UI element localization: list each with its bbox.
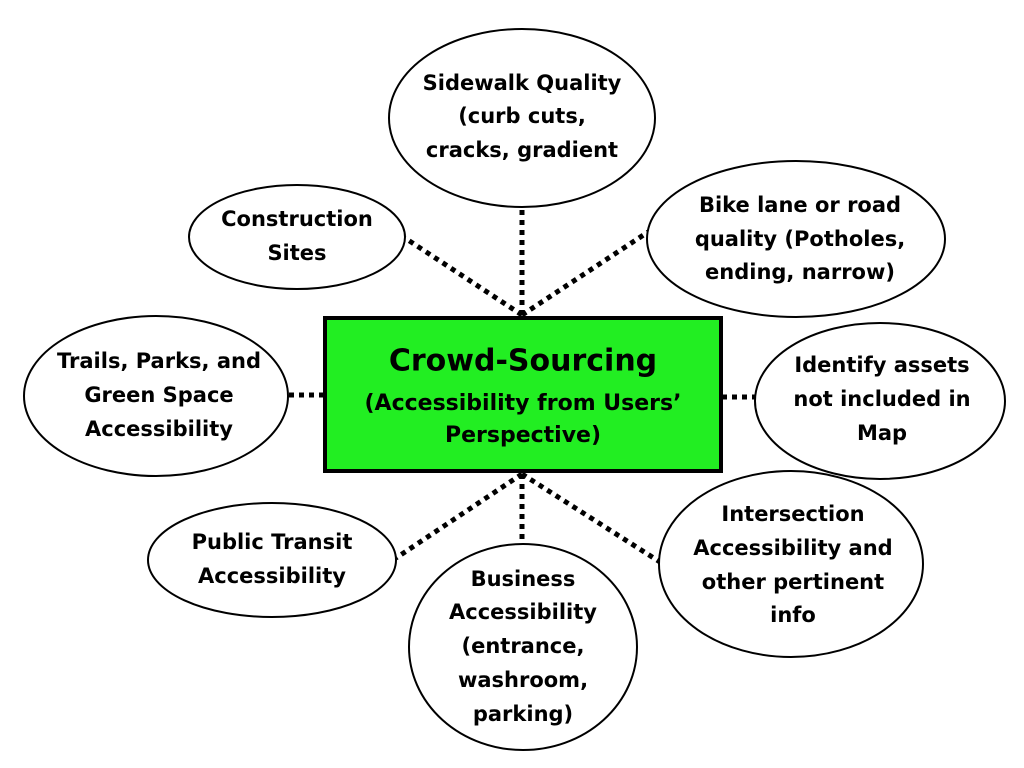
node-construction-ellipse (188, 184, 406, 290)
node-transit-ellipse (147, 502, 397, 618)
node-sidewalk-ellipse (388, 28, 656, 208)
node-transit-line2: Accessibility (198, 564, 346, 588)
node-identify-line1: Identify assets (794, 353, 969, 377)
node-bike-lane: Bike lane or road quality (Potholes, end… (646, 160, 946, 318)
node-public-transit: Public Transit Accessibility (147, 502, 397, 618)
node-sidewalk-quality: Sidewalk Quality (curb cuts, cracks, gra… (388, 28, 656, 208)
node-intersection-line2: Accessibility and (693, 536, 892, 560)
node-transit-line1: Public Transit (192, 530, 353, 554)
node-bike-lane-line3: ending, narrow) (705, 260, 895, 284)
node-business-line3: (entrance, (462, 634, 585, 658)
node-business-line1: Business (471, 567, 576, 591)
node-identify-line3: Map (857, 421, 907, 445)
connectors (288, 208, 758, 565)
node-business-accessibility: Business Accessibility (entrance, washro… (408, 543, 638, 751)
node-intersection-line3: other pertinent (702, 570, 884, 594)
node-sidewalk-line3: cracks, gradient (426, 138, 618, 162)
center-subtitle-line1: (Accessibility from Users’ (364, 391, 681, 416)
node-construction-line1: Construction (221, 207, 373, 231)
node-identify-line2: not included in (793, 387, 970, 411)
center-box (323, 316, 723, 473)
node-business-ellipse (408, 543, 638, 751)
node-trails-line2: Green Space (84, 383, 233, 407)
node-identify-ellipse (754, 322, 1006, 480)
connector-intersection (520, 471, 662, 565)
node-trails-ellipse (23, 315, 289, 477)
node-trails-line3: Accessibility (85, 417, 233, 441)
node-sidewalk-line2: (curb cuts, (458, 104, 586, 128)
node-bike-lane-line1: Bike lane or road (699, 193, 901, 217)
node-construction-line2: Sites (267, 241, 326, 265)
node-sidewalk-line1: Sidewalk Quality (423, 71, 622, 95)
node-bike-lane-ellipse (646, 160, 946, 318)
node-intersection-line4: info (770, 603, 816, 627)
node-identify-assets: Identify assets not included in Map (754, 322, 1006, 480)
connector-bike-lane (520, 229, 650, 318)
node-intersection-line1: Intersection (721, 502, 864, 526)
node-trails-parks: Trails, Parks, and Green Space Accessibi… (23, 315, 289, 477)
node-business-line5: parking) (473, 702, 573, 726)
connector-construction (403, 235, 524, 318)
center-subtitle-line2: Perspective) (445, 423, 601, 448)
node-construction-sites: Construction Sites (188, 184, 406, 290)
center-title: Crowd-Sourcing (389, 344, 657, 379)
node-business-line4: washroom, (458, 668, 588, 692)
node-trails-line1: Trails, Parks, and (57, 349, 261, 373)
node-business-line2: Accessibility (449, 600, 597, 624)
node-bike-lane-line2: quality (Potholes, (695, 227, 905, 251)
node-intersection-ellipse (658, 470, 924, 658)
node-intersection: Intersection Accessibility and other per… (658, 470, 924, 658)
center-node: Crowd-Sourcing (Accessibility from Users… (323, 316, 723, 473)
